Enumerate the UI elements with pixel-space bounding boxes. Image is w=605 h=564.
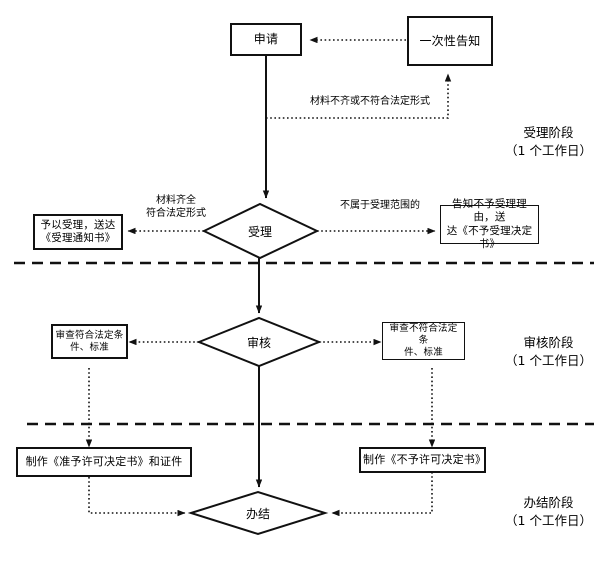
node-permit-deny-label: 制作《不予许可决定书》 — [363, 453, 487, 467]
node-review-pass-box[interactable]: 审查符合法定条 件、标准 — [51, 324, 128, 359]
edge-label-out-of-scope: 不属于受理范围的 — [325, 200, 435, 213]
stage-label-acceptance-duration: （1 个工作日） — [505, 143, 592, 159]
node-review-fail-box[interactable]: 审查不符合法定条 件、标准 — [382, 322, 465, 360]
edge-accept-to-notice — [266, 73, 452, 119]
node-permit-grant-label: 制作《准予许可决定书》和证件 — [25, 455, 183, 469]
node-application-label: 申请 — [253, 32, 279, 46]
node-review-fail-line1: 审查不符合法定条 — [389, 323, 458, 347]
stage-label-completion: 办结阶段 （1 个工作日） — [496, 494, 601, 530]
stage-label-acceptance: 受理阶段 （1 个工作日） — [496, 124, 601, 160]
node-accept-yes-line1: 予以受理，送达 — [40, 218, 116, 231]
node-accept-yes-box[interactable]: 予以受理，送达 《受理通知书》 — [33, 214, 123, 250]
node-accept-no-line1: 告知不予受理理由，送 — [452, 198, 527, 224]
stage-label-completion-name: 办结阶段 — [523, 495, 574, 510]
edge-label-materials-complete-line2: 符合法定形式 — [146, 207, 206, 219]
node-accept-no-line2: 达《不予受理决定书》 — [446, 224, 533, 250]
node-application[interactable]: 申请 — [230, 23, 302, 56]
node-permit-deny-box[interactable]: 制作《不予许可决定书》 — [359, 447, 486, 473]
node-one-time-notice[interactable]: 一次性告知 — [407, 16, 493, 66]
node-accept-yes-line2: 《受理通知书》 — [40, 232, 116, 244]
edge-label-materials-incomplete: 材料不齐或不符合法定形式 — [280, 96, 460, 109]
stage-label-completion-duration: （1 个工作日） — [505, 513, 592, 529]
diamond-shape-review — [196, 316, 322, 368]
edge-label-materials-complete-line1: 材料齐全 — [156, 195, 196, 206]
diamond-shape-complete — [187, 490, 329, 536]
edge-grant-to-complete — [88, 477, 186, 517]
node-accept-no-box[interactable]: 告知不予受理理由，送 达《不予受理决定书》 — [440, 198, 539, 250]
edge-label-materials-incomplete-text: 材料不齐或不符合法定形式 — [310, 96, 430, 107]
node-review-pass-line1: 审查符合法定条 — [55, 329, 124, 341]
node-one-time-notice-label: 一次性告知 — [419, 33, 481, 48]
node-permit-grant-box[interactable]: 制作《准予许可决定书》和证件 — [16, 447, 192, 477]
edge-label-materials-complete: 材料齐全 符合法定形式 — [128, 195, 224, 220]
stage-label-review-name: 审核阶段 — [523, 335, 574, 350]
edge-deny-to-complete — [331, 472, 433, 517]
edge-label-out-of-scope-text: 不属于受理范围的 — [340, 200, 420, 211]
stage-label-acceptance-name: 受理阶段 — [523, 125, 574, 140]
node-review-pass-line2: 件、标准 — [70, 341, 109, 353]
node-review-fail-line2: 件、标准 — [404, 346, 443, 358]
stage-label-review: 审核阶段 （1 个工作日） — [496, 334, 601, 370]
stage-label-review-duration: （1 个工作日） — [505, 353, 592, 369]
